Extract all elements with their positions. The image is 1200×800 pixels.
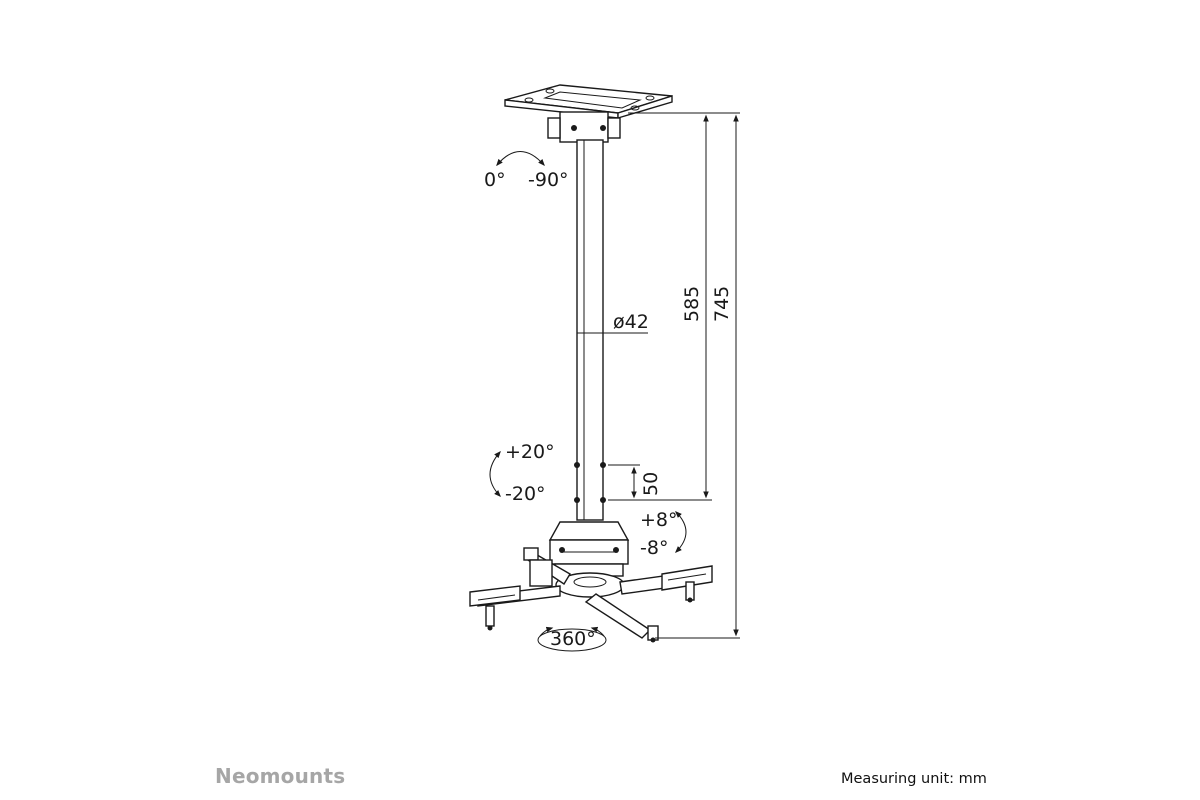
height-dimensions: 585 745 (620, 112, 740, 639)
brand-logo: Neomounts (215, 764, 346, 788)
extension-pole (574, 139, 606, 521)
diameter-dimension: ø42 (576, 311, 649, 339)
tilt-up-label: +20° (505, 441, 555, 463)
roll-indicator: +8° -8° (640, 509, 687, 559)
rotation-end-label: -90° (528, 169, 569, 191)
rotation-indicator: 0° -90° (484, 151, 569, 191)
diameter-label: ø42 (613, 311, 649, 333)
height-max-label: 745 (711, 286, 733, 322)
measuring-unit: Measuring unit: mm (841, 771, 987, 787)
tilt-head (548, 521, 630, 577)
hole-spacing-dimension: 50 (608, 464, 662, 501)
projector-spider (469, 547, 713, 643)
roll-down-label: -8° (640, 537, 668, 559)
swivel-label: 360° (550, 628, 596, 650)
tilt-indicator: +20° -20° (489, 441, 555, 505)
height-min-label: 585 (681, 286, 703, 322)
roll-up-label: +8° (640, 509, 678, 531)
swivel-indicator: 360° (537, 626, 607, 652)
tilt-down-label: -20° (505, 483, 546, 505)
hole-spacing-label: 50 (640, 472, 662, 496)
rotation-start-label: 0° (484, 169, 506, 191)
